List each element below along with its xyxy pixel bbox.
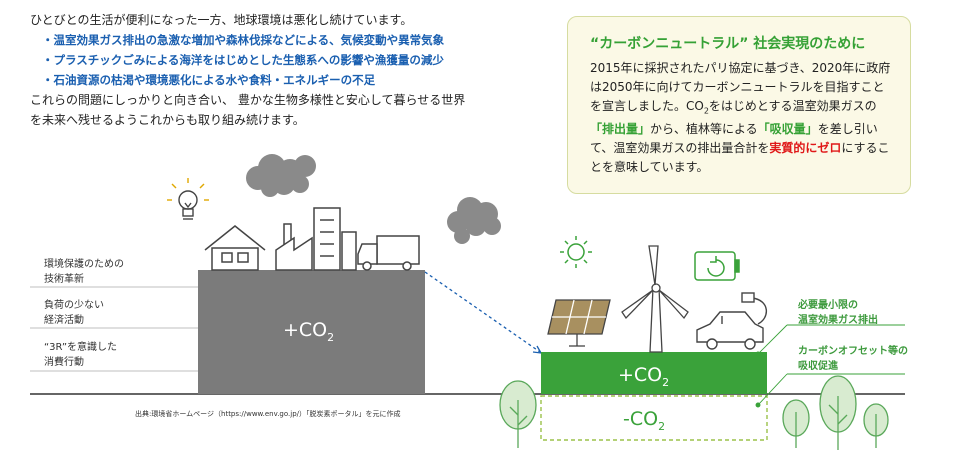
electric-car-icon [696, 292, 767, 350]
intro-closing-1: これらの問題にしっかりと向き合い、 豊かな生物多様性と安心して暮らせる世界 [30, 93, 466, 107]
right-label-minimum-emission-line1: 必要最小限の [798, 300, 858, 311]
right-label-minimum-emission: 必要最小限の 温室効果ガス排出 [798, 298, 878, 328]
tree-icon [499, 380, 537, 448]
truck-icon [357, 235, 420, 271]
left-label-economy: 負荷の少ない 経済活動 [44, 298, 104, 328]
tree-icon [782, 399, 810, 448]
right-label-minimum-emission-line2: 温室効果ガス排出 [798, 315, 878, 326]
carbon-neutral-callout: “カーボンニュートラル” 社会実現のために 2015年に採択されたパリ協定に基づ… [567, 16, 911, 194]
sun-icon [560, 236, 592, 268]
green-block-label: +CO2 [618, 364, 669, 389]
gray-emission-block [198, 270, 425, 394]
smoke-cloud-icon [246, 154, 316, 197]
battery-icon [694, 251, 740, 281]
intro-bullet-2: ・プラスチックごみによる海洋をはじめとした生態系への影響や漁獲量の減少 [42, 53, 444, 67]
gray-block-label: +CO2 [283, 319, 334, 344]
intro-lead: ひとびとの生活が便利になった一方、地球環境は悪化し続けています。 [30, 13, 413, 27]
callout-title: “カーボンニュートラル” 社会実現のために [590, 36, 866, 52]
left-label-3r: “3R”を意識した 消費行動 [44, 340, 117, 370]
right-label-offset-line1: カーボンオフセット等の [798, 346, 908, 357]
left-label-economy-line2: 経済活動 [44, 315, 84, 326]
offset-absorption-block [540, 395, 768, 441]
green-emission-block [541, 352, 767, 394]
callout-subscript: 2 [703, 106, 709, 116]
intro-bullet-3: ・石油資源の枯渇や環境悪化による水や食料・エネルギーの不足 [42, 73, 376, 87]
gray-block-label-text: +CO [283, 319, 328, 341]
source-citation: 出典:環境省ホームページ（https://www.env.go.jp/）「脱炭素… [135, 410, 401, 418]
callout-text-1: 2015年に採択されたパリ協定に基づき、2020年に政府は2050年に向けてカー… [590, 61, 891, 113]
solar-panel-icon [547, 299, 611, 347]
building-icon [313, 207, 357, 271]
callout-text-5: にすることを意味しています。 [590, 141, 890, 175]
tree-icon [819, 375, 857, 450]
callout-highlight-zero: 実質的にゼロ [769, 141, 842, 156]
right-label-guides [755, 324, 905, 408]
tree-icon [863, 403, 889, 448]
intro-bullet-1: ・温室効果ガス排出の急激な増加や森林伐採などによる、気候変動や異常気象 [42, 33, 445, 47]
callout-body: 2015年に採択されたパリ協定に基づき、2020年に政府は2050年に向けてカー… [590, 59, 892, 177]
green-block-label-sub: 2 [662, 375, 670, 389]
callout-highlight-emission: 「排出量」 [590, 122, 651, 137]
factory-icon [275, 223, 313, 271]
left-label-innovation-line1: 環境保護のための [44, 259, 124, 270]
left-label-innovation-line2: 技術革新 [44, 274, 84, 285]
lightbulb-icon [167, 178, 209, 220]
wind-turbine-icon [621, 245, 689, 353]
intro-closing-2: を未来へ残せるようこれからも取り組み続けます。 [30, 113, 305, 127]
smoke-cloud-right-icon [447, 197, 501, 244]
gray-block-label-sub: 2 [327, 330, 335, 344]
house-icon [204, 225, 266, 271]
callout-text-4: を差し引いて、温室効果ガスの排出量合計を [590, 122, 878, 156]
callout-text-2: をはじめとする温室効果ガスの [708, 99, 877, 113]
right-label-offset-line2: 吸収促進 [798, 361, 838, 372]
left-label-innovation: 環境保護のための 技術革新 [44, 257, 124, 287]
right-label-offset: カーボンオフセット等の 吸収促進 [798, 344, 908, 374]
arrow-head-icon [532, 345, 543, 354]
green-block-label-text: +CO [618, 364, 663, 386]
offset-block-label: -CO2 [623, 408, 665, 433]
offset-block-label-sub: 2 [658, 419, 666, 433]
callout-text-3: から、植林等による [650, 122, 758, 137]
offset-block-label-text: -CO [623, 408, 659, 430]
left-label-3r-line1: “3R”を意識した [44, 342, 118, 353]
intro-text: ひとびとの生活が便利になった一方、地球環境は悪化し続けています。 ・温室効果ガス… [30, 10, 550, 130]
transition-arrow [424, 271, 541, 353]
left-label-economy-line1: 負荷の少ない [44, 300, 104, 311]
left-label-3r-line2: 消費行動 [44, 357, 84, 368]
callout-highlight-absorption: 「吸収量」 [757, 122, 818, 137]
